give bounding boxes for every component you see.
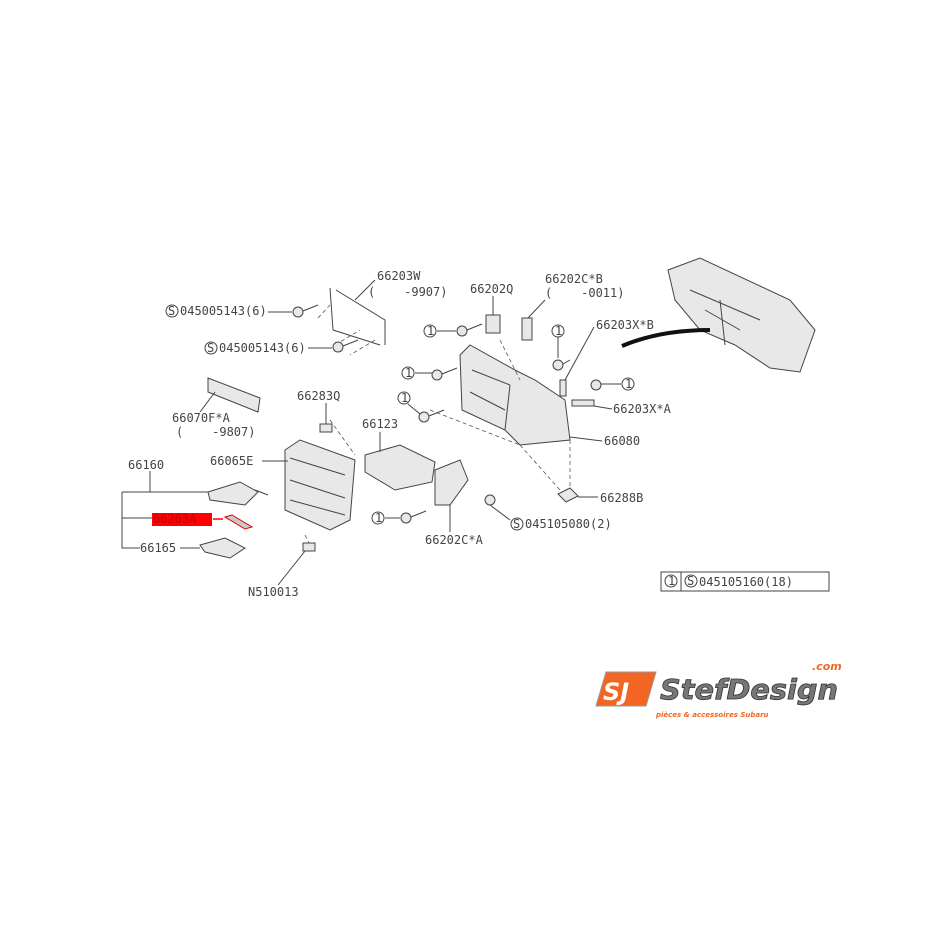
label-66203XA: 66203X*A: [613, 402, 672, 416]
label-screw-045105080: 045105080(2): [525, 517, 612, 531]
svg-text:SJ: SJ: [603, 678, 629, 706]
circled-s-label: S: [168, 304, 175, 318]
part-group-66160: [121, 471, 269, 559]
label-66202CB-note: ( -0011): [545, 286, 624, 300]
label-screw-045005143-b: 045005143(6): [219, 341, 306, 355]
label-66070FA: 66070F*A: [172, 411, 231, 425]
svg-text:pièces & accessoires Subaru: pièces & accessoires Subaru: [655, 711, 769, 719]
legend-circled-one: 1: [668, 574, 675, 588]
stefdesign-logo: SJ StefDesign .com pièces & accessoires …: [595, 660, 842, 719]
part-66202CB: [521, 317, 533, 341]
bracket-66203W: [317, 279, 386, 356]
label-66203W-note: ( -9907): [368, 285, 447, 299]
label-66288B: 66288B: [600, 491, 643, 505]
housing-66080: [429, 339, 603, 491]
label-66165: 66165: [140, 541, 176, 555]
svg-text:StefDesign: StefDesign: [660, 673, 838, 706]
label-66065E: 66065E: [210, 454, 253, 468]
circled-one-label: 1: [427, 324, 434, 338]
label-66283Q: 66283Q: [297, 389, 340, 403]
label-66203XB: 66203X*B: [596, 318, 654, 332]
label-66080: 66080: [604, 434, 640, 448]
svg-text:.com: .com: [812, 660, 842, 673]
label-66202Q: 66202Q: [470, 282, 513, 296]
label-66202CB: 66202C*B: [545, 272, 603, 286]
circled-s-label: S: [513, 517, 520, 531]
legend-circled-s: S: [687, 574, 694, 588]
label-66070FA-note: ( -9807): [176, 425, 255, 439]
panel-66065E: [262, 419, 356, 546]
circled-one-label: 1: [375, 511, 382, 525]
circled-one-label: 1: [401, 391, 408, 405]
part-66288B: [557, 487, 579, 503]
circled-one-label: 1: [405, 366, 412, 380]
highlight-box: [152, 513, 212, 526]
part-66202Q: [485, 314, 501, 334]
legend-part-number: 045105160(18): [699, 575, 793, 589]
label-66203W: 66203W: [377, 269, 421, 283]
screws: [268, 304, 621, 524]
part-66283Q: [319, 423, 333, 433]
part-N510013: [302, 542, 316, 552]
fastener-legend: 1 S 045105160(18): [660, 571, 830, 592]
circled-one-label: 1: [555, 324, 562, 338]
part-66202CA: [434, 459, 469, 506]
circled-one-label: 1: [625, 377, 632, 391]
label-66123: 66123: [362, 417, 398, 431]
circled-1-markers: 1 1 1 1 1 1 S S S: [165, 304, 635, 531]
label-66160: 66160: [128, 458, 164, 472]
dashboard-thumbnail: [621, 257, 816, 373]
label-66263A-highlighted: 66263A: [153, 512, 197, 526]
label-66202CA: 66202C*A: [425, 533, 484, 547]
part-66203XA: [571, 399, 595, 407]
label-N510013: N510013: [248, 585, 299, 599]
part-66123: [364, 444, 436, 491]
part-66263A-shape: [223, 514, 254, 530]
circled-s-label: S: [207, 341, 214, 355]
part-66203XB: [559, 379, 567, 397]
part-66070FA: [207, 377, 261, 413]
label-screw-045005143-a: 045005143(6): [180, 304, 267, 318]
